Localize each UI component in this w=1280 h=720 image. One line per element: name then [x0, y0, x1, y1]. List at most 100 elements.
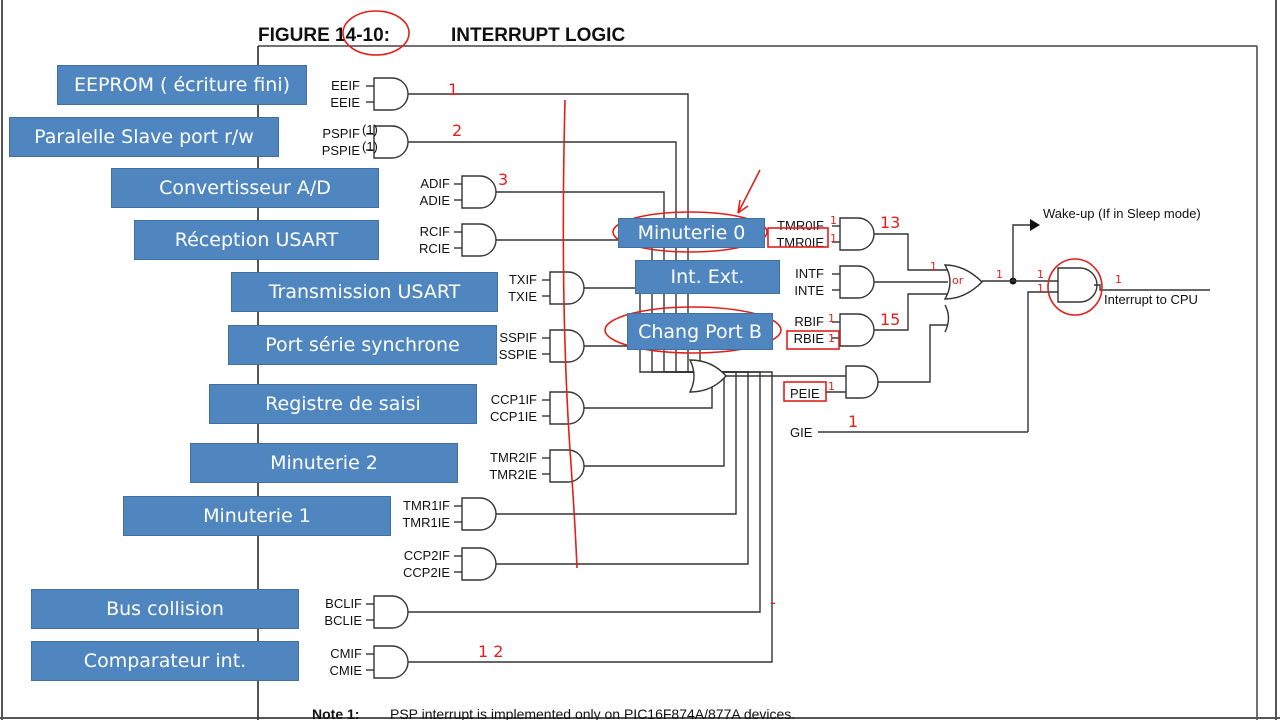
enable-label: SSPIE	[499, 347, 538, 362]
and-gate-core	[839, 217, 875, 251]
enable-label: TMR1IE	[402, 515, 450, 530]
core-box: Int. Ext.	[635, 260, 780, 294]
source-box: Réception USART	[134, 220, 379, 260]
enable-label: CCP2IE	[403, 565, 450, 580]
and-gate-peripheral	[461, 175, 497, 209]
circle-output-and	[1047, 258, 1103, 316]
annotation-and-in1: 1	[1037, 268, 1044, 281]
enable-label: RCIE	[419, 241, 450, 256]
red-annotations	[342, 10, 1103, 569]
annotation-15: 15	[880, 310, 900, 329]
or-gate-peripheral	[944, 304, 950, 333]
source-box: Comparateur int.	[31, 641, 299, 681]
core-enable-label: INTE	[794, 283, 824, 298]
annotation-and-out: 1	[1115, 273, 1122, 286]
circle-figure-number	[342, 10, 410, 56]
note-text: PSP interrupt is implemented only on PIC…	[390, 706, 795, 720]
flag-label: PSPIF	[322, 126, 360, 141]
and-gate-peie	[845, 365, 879, 399]
annotation-12: 1 2	[478, 642, 503, 661]
core-flag-label: RBIF	[794, 314, 824, 329]
and-gate-peripheral	[549, 329, 585, 363]
wakeup-label: Wake-up (If in Sleep mode)	[1043, 206, 1201, 221]
and-gate-peripheral	[461, 223, 497, 257]
core-flag-label: TMR0IF	[777, 218, 824, 233]
enable-label: PSPIE	[322, 143, 361, 158]
and-gate-core	[839, 313, 875, 347]
and-gate-peripheral	[549, 271, 585, 305]
arrow-to-minuterie0	[737, 169, 761, 214]
annotation-or: or	[952, 274, 964, 287]
source-box: Convertisseur A/D	[111, 168, 379, 208]
peie-label: PEIE	[790, 386, 820, 401]
enable-label: BCLIE	[324, 613, 362, 628]
and-gate-peripheral	[461, 547, 497, 581]
annotation-rbie: 1	[828, 332, 835, 345]
flag-label: TMR1IF	[403, 498, 450, 513]
output-wires	[818, 224, 1210, 433]
flag-label: ADIF	[420, 176, 450, 191]
flag-label: SSPIF	[499, 330, 537, 345]
and-gate-peripheral	[461, 497, 497, 531]
figure-number: FIGURE 14-10:	[258, 25, 390, 46]
annotation-2: 2	[452, 121, 462, 140]
box-tmr0ie	[767, 227, 829, 248]
source-box: Port série synchrone	[228, 325, 497, 365]
annotation-dash: -	[770, 593, 776, 612]
enable-label: TMR2IE	[489, 467, 537, 482]
signal-labels: EEIFEEIEPSPIFPSPIEADIFADIERCIFRCIETXIFTX…	[322, 78, 825, 678]
and-gate-peripheral	[373, 595, 409, 629]
and-gate-peripheral	[373, 77, 409, 111]
or-gate-peripheral-bus	[688, 359, 727, 393]
flag-label: BCLIF	[325, 596, 362, 611]
source-box: Registre de saisi	[209, 384, 477, 424]
gates	[373, 77, 875, 679]
footnote-marker: (1)	[362, 122, 378, 137]
wakeup-arrow-icon	[1030, 219, 1040, 231]
core-box: Chang Port B	[627, 313, 773, 350]
and-gate-core	[839, 265, 875, 299]
or-gate-main	[943, 264, 983, 300]
flag-label: TXIF	[509, 272, 537, 287]
enable-label: CCP1IE	[490, 409, 537, 424]
annotation-tmr0if: 1	[830, 214, 837, 227]
enable-label: TXIE	[508, 289, 537, 304]
flag-label: TMR2IF	[490, 450, 537, 465]
box-rbie	[786, 330, 840, 350]
source-box: Transmission USART	[231, 272, 498, 312]
source-box: Paralelle Slave port r/w	[9, 117, 279, 157]
circle-chang-port-b	[604, 306, 782, 354]
and-gate-peripheral	[373, 125, 409, 159]
gie-label: GIE	[790, 425, 813, 440]
flag-label: EEIF	[331, 78, 360, 93]
note-label: Note 1:	[312, 706, 359, 720]
divider-red-line	[562, 99, 578, 569]
source-box: EEPROM ( écriture fini)	[57, 65, 307, 105]
annotation-or-out: 1	[996, 268, 1003, 281]
source-box: Minuterie 1	[123, 496, 391, 536]
box-peie	[783, 381, 827, 402]
circle-minuterie0	[612, 211, 768, 253]
flag-label: CCP1IF	[491, 392, 537, 407]
and-gate-output	[1057, 267, 1098, 303]
source-box: Bus collision	[31, 589, 299, 629]
annotation-rbif: 1	[828, 312, 835, 325]
interrupt-to-cpu-label: Interrupt to CPU	[1104, 292, 1198, 307]
enable-label: EEIE	[330, 95, 360, 110]
source-box: Minuterie 2	[190, 443, 458, 483]
core-box: Minuterie 0	[618, 218, 765, 248]
flag-label: CMIF	[330, 646, 362, 661]
enable-label: ADIE	[420, 193, 451, 208]
flag-label: CCP2IF	[404, 548, 450, 563]
and-gate-peripheral	[373, 645, 409, 679]
annotation-1: 1	[448, 80, 458, 99]
and-gate-peripheral	[549, 449, 585, 483]
annotation-and-in2: 1	[1037, 282, 1044, 295]
figure-title: INTERRUPT LOGIC	[451, 25, 625, 46]
annotation-13: 13	[880, 213, 900, 232]
annotation-peie: 1	[828, 380, 835, 393]
annotation-3: 3	[498, 170, 508, 189]
enable-label: CMIE	[330, 663, 363, 678]
annotation-or-in: 1	[930, 260, 937, 273]
